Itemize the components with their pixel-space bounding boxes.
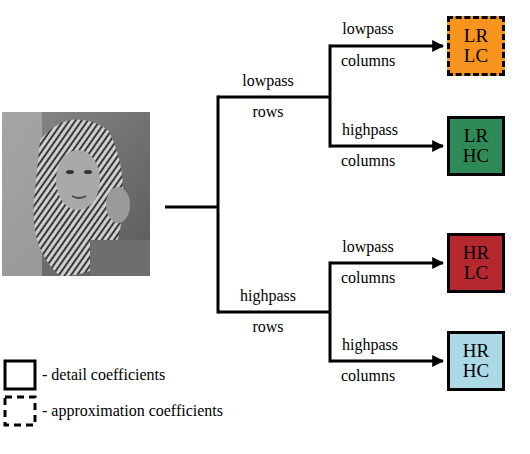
- branch-line: [329, 45, 332, 148]
- barbara-photo: [2, 112, 150, 276]
- legend-sample: [5, 361, 35, 389]
- filter-label: highpass: [342, 121, 398, 139]
- legend-text: - approximation coefficients: [42, 402, 223, 420]
- arrow-line: [330, 45, 443, 48]
- filter-label: highpass: [342, 336, 398, 354]
- legend-text: - detail coefficients: [42, 366, 165, 384]
- branch-line: [218, 96, 330, 99]
- hand: [106, 187, 130, 223]
- filter-label: highpass: [240, 287, 296, 305]
- box-label: HR LC: [463, 243, 489, 283]
- shoulder: [90, 240, 150, 276]
- eye: [66, 170, 74, 174]
- eye: [84, 170, 92, 174]
- arrow-line: [330, 262, 443, 265]
- branch-line: [218, 311, 330, 314]
- filter-label: columns: [341, 52, 395, 70]
- legend-sample: [5, 397, 35, 425]
- coefficient-box: HR HC: [447, 331, 505, 391]
- branch-line: [217, 96, 220, 314]
- arrow-line: [330, 145, 443, 148]
- filter-label: lowpass: [342, 238, 394, 256]
- filter-label: rows: [252, 318, 283, 336]
- box-label: HR HC: [463, 341, 489, 381]
- filter-label: rows: [252, 103, 283, 121]
- mouth: [72, 196, 86, 198]
- photo-ground: [2, 112, 150, 276]
- coefficient-box: HR LC: [447, 233, 505, 293]
- branch-line: [329, 262, 332, 363]
- filter-label: columns: [341, 367, 395, 385]
- stem-line: [165, 206, 218, 209]
- filter-label: columns: [341, 152, 395, 170]
- coefficient-box: LR LC: [447, 16, 505, 76]
- filter-label: lowpass: [342, 20, 394, 38]
- box-label: LR HC: [463, 126, 489, 166]
- coefficient-box: LR HC: [447, 116, 505, 176]
- face: [56, 150, 100, 210]
- tree-lines: [165, 45, 443, 363]
- arrow-line: [330, 360, 443, 363]
- filter-label: lowpass: [242, 72, 294, 90]
- box-label: LR LC: [464, 26, 488, 66]
- filter-label: columns: [341, 269, 395, 287]
